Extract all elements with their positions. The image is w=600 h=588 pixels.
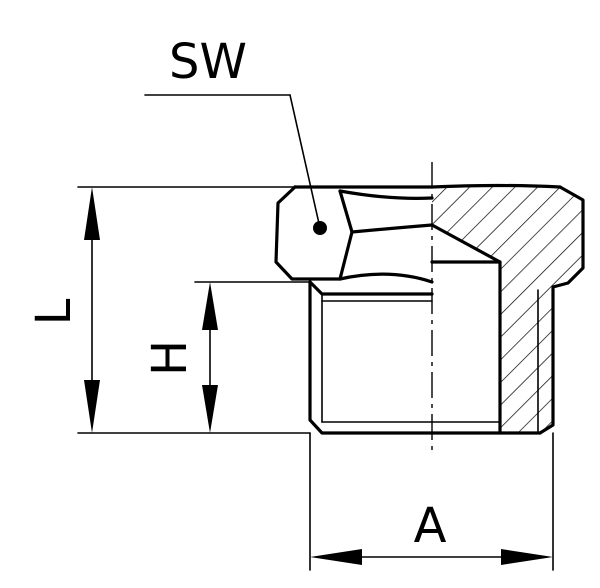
extension-lines [77,186,554,571]
section-hatching [432,187,583,433]
section-outline [430,185,585,435]
dimension-l: L [26,187,100,433]
label-h: H [142,340,198,376]
dimension-a: A [310,498,553,565]
hex-head [274,183,562,284]
dimension-h: H [142,282,218,433]
label-a: A [414,498,447,554]
sw-leader: SW [144,34,321,229]
label-sw: SW [169,34,247,90]
threaded-shank [308,280,542,435]
label-l: L [26,298,82,325]
